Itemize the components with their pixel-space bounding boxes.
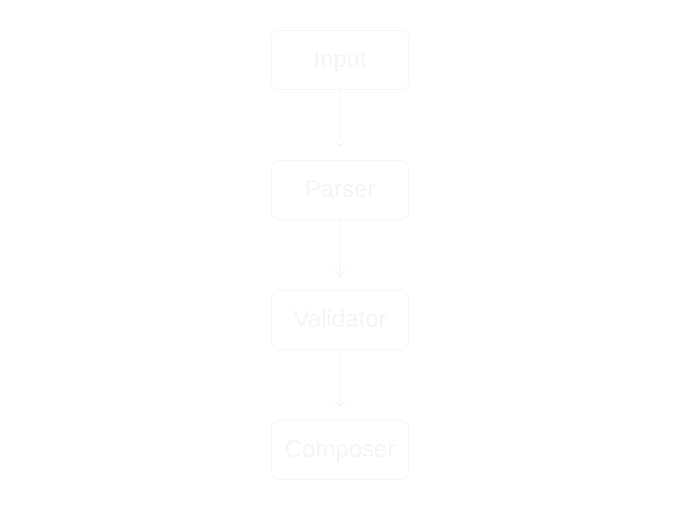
edge-input-to-parser [333,90,347,147]
node-composer: Composer [271,420,409,480]
node-validator: Validator [271,290,409,350]
edge-validator-to-composer [333,350,347,407]
edge-parser-to-validator [333,220,347,277]
node-input: Input [271,30,409,90]
node-parser: Parser [271,160,409,220]
